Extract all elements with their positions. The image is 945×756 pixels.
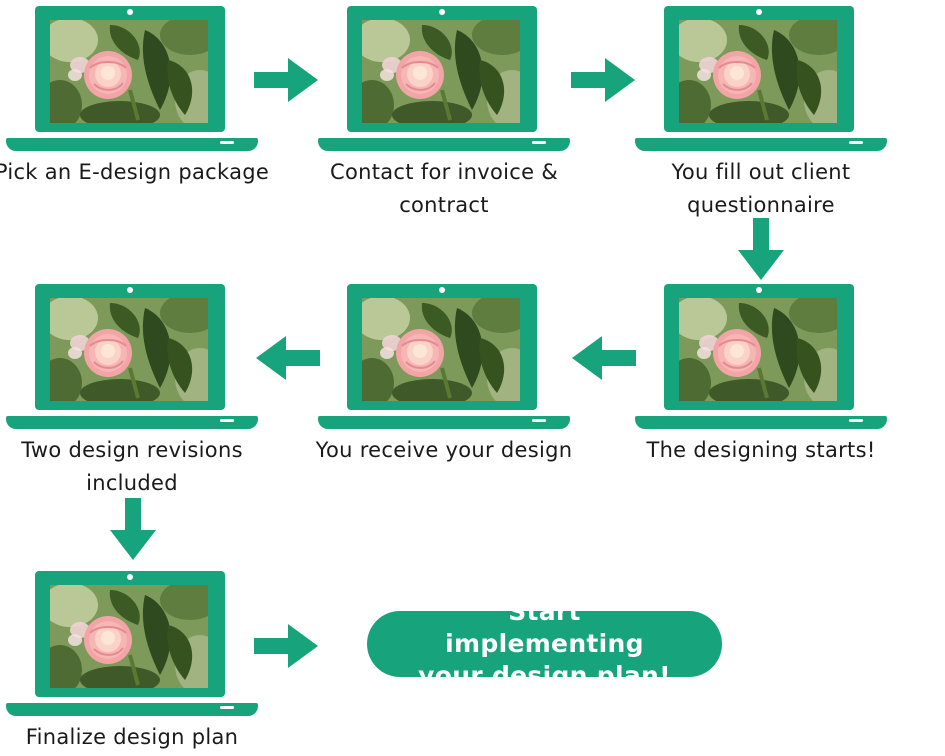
flower-photo (362, 298, 520, 401)
arrow-left-icon (256, 336, 320, 380)
arrow-down-icon (110, 498, 156, 560)
start-implementing-badge: Start implementing your design plan! (367, 597, 722, 690)
arrow-left-icon (572, 336, 636, 380)
flower-photo (679, 20, 837, 123)
step-caption: Pick an E-design package (0, 160, 270, 184)
flower-photo (50, 20, 208, 123)
step-caption: Contact for invoice & contract (330, 160, 558, 217)
laptop-icon (2, 565, 262, 717)
step-caption: You fill out client questionnaire (671, 160, 851, 217)
flower-photo (679, 298, 837, 401)
laptop-icon (631, 0, 891, 152)
flower-photo (362, 20, 520, 123)
arrow-right-icon (254, 58, 318, 102)
step-caption: Two design revisions included (21, 438, 243, 495)
laptop-icon (314, 278, 574, 430)
step-caption: The designing starts! (646, 438, 876, 462)
arrow-right-icon (254, 624, 318, 668)
laptop-icon (2, 0, 262, 152)
step-caption: Finalize design plan (25, 725, 239, 749)
arrow-down-icon (738, 218, 784, 280)
step-caption: You receive your design (315, 438, 573, 462)
laptop-icon (2, 278, 262, 430)
cta-label: Start implementing your design plan! (418, 597, 671, 690)
laptop-icon (631, 278, 891, 430)
arrow-right-icon (571, 58, 635, 102)
flower-photo (50, 585, 208, 688)
laptop-icon (314, 0, 574, 152)
flower-photo (50, 298, 208, 401)
